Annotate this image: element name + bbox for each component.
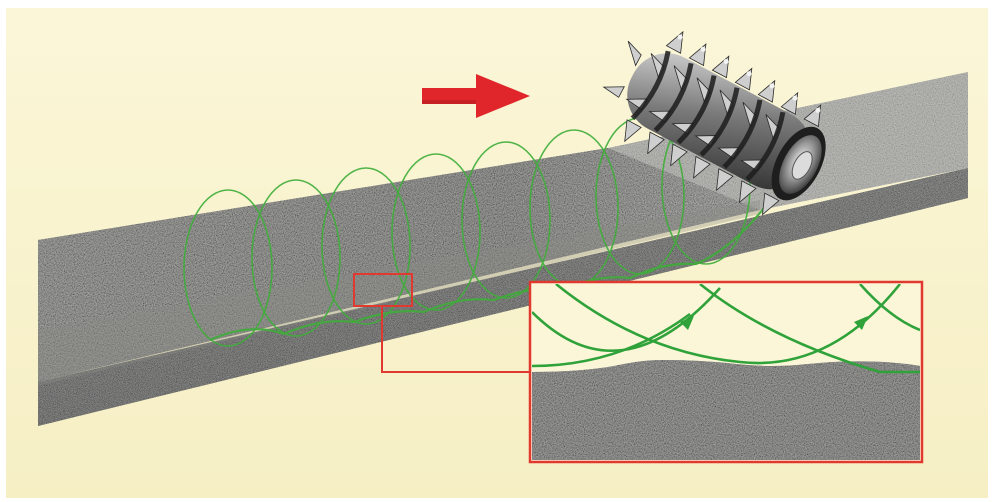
magnified-inset [530,282,922,462]
